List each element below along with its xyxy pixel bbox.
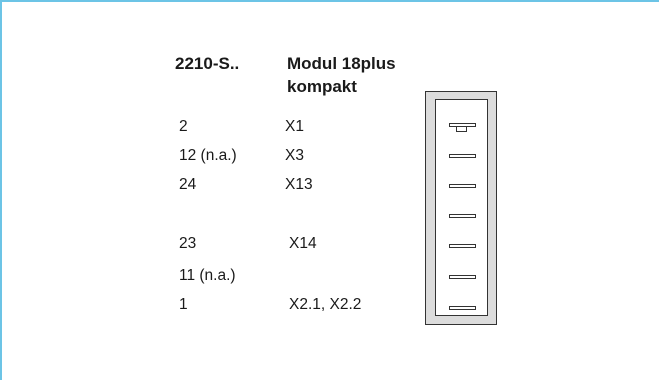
header-module-code: 2210-S.. [175, 54, 240, 73]
pin-slot [449, 244, 476, 248]
coding-key [456, 126, 467, 132]
pin-label: 12 (n.a.) [179, 147, 237, 164]
pin-slot [449, 306, 476, 310]
terminal-label: X3 [285, 147, 304, 164]
pin-label: 2 [179, 118, 188, 135]
pin-label: 24 [179, 176, 197, 193]
pin-slot [449, 184, 476, 188]
pin-label: 23 [179, 235, 197, 252]
connector-pin-strip [435, 99, 488, 316]
pin-slot [449, 275, 476, 279]
frame-left-border [0, 0, 2, 380]
header-module-name-line1: Modul 18plus [287, 54, 396, 73]
frame-top-border [0, 0, 659, 2]
terminal-label: X14 [289, 235, 317, 252]
header-module-name-line2: kompakt [287, 77, 357, 96]
pin-slot [449, 154, 476, 158]
pin-label: 1 [179, 296, 188, 313]
pin-slot [449, 214, 476, 218]
connector-housing [425, 91, 497, 325]
terminal-label: X1 [285, 118, 304, 135]
pin-label: 11 (n.a.) [179, 267, 236, 284]
terminal-label: X2.1, X2.2 [289, 296, 362, 313]
terminal-label: X13 [285, 176, 313, 193]
